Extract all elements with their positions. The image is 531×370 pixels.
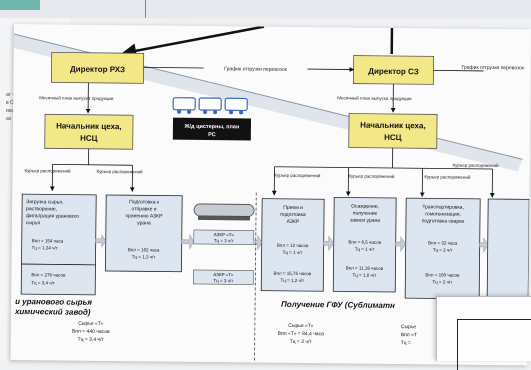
metric-text: АЗКР «Т» bbox=[213, 272, 234, 277]
tank-car-icon bbox=[194, 204, 254, 221]
stats-text: Впл «Т bbox=[401, 332, 417, 338]
process-box-load-text: Загрузка сырья, bbox=[26, 199, 63, 205]
process-box-prepare-text: отправке и bbox=[131, 206, 156, 212]
process-box-load-text: сырья bbox=[26, 220, 41, 226]
process-box-prepare-text: Подготовка к bbox=[129, 199, 160, 205]
stats-text: Впл «Т» = 84,4 часа bbox=[278, 331, 325, 337]
stats-text: Сырье «Т» bbox=[78, 321, 103, 327]
head-right-box bbox=[349, 114, 437, 149]
director-left-label: Директор РХЗ bbox=[70, 65, 125, 75]
metric-text: Тц = 1,3 ч/т bbox=[132, 254, 156, 259]
metric-text: Тц = 3 ч/т bbox=[213, 278, 233, 283]
stats-text: Тц = 2 ч/т bbox=[290, 339, 313, 345]
process-box-transport-text: Транспортировка, bbox=[422, 204, 464, 210]
schedule-label-right: График отгрузки перевозок bbox=[462, 65, 526, 72]
flow-arrow bbox=[480, 238, 488, 252]
order-label-5: Курьер распоряжений bbox=[424, 173, 471, 179]
schedule-label: График отгрузки перевозок bbox=[224, 66, 288, 73]
order-label-2: Курьер распоряжений bbox=[96, 168, 143, 174]
section-title-right: Получение ГФУ (Сублиматн bbox=[281, 300, 395, 310]
flow-arrow bbox=[182, 235, 194, 249]
metric-text: Впл = 162 часа bbox=[128, 247, 160, 252]
metric-text: Впл = 154 часа bbox=[32, 238, 64, 243]
black-label-line1: Ж/д цистерны, план bbox=[184, 124, 240, 131]
metric-text: Тц = 1 ч/т bbox=[355, 247, 375, 252]
flow-arrow bbox=[254, 236, 262, 250]
metric-text: Тц = 2 ч/т bbox=[432, 279, 452, 284]
process-box-receive-text: АЗКР bbox=[287, 219, 300, 225]
process-box-load-text: фильтрация уранового bbox=[26, 213, 79, 220]
metric-text: Впл = 278 часов bbox=[31, 272, 66, 277]
metric-text: Тц = 1,34 ч/т bbox=[32, 245, 58, 250]
process-box-precipitate-text: получение bbox=[353, 211, 378, 217]
metric-text: Впл = 12 часов bbox=[277, 243, 309, 248]
top-arrow bbox=[124, 25, 264, 54]
left-fragment: ах bbox=[6, 116, 11, 122]
divider-line bbox=[145, 0, 146, 18]
stats-text: Тц = 3,4 ч/т bbox=[78, 337, 105, 343]
section-divider bbox=[254, 193, 256, 363]
monthly-right-label: Месячный план выпуска продукции bbox=[337, 94, 412, 101]
section-title-left: химический завод) bbox=[14, 307, 91, 317]
process-box-prepare-text: урана bbox=[137, 220, 151, 226]
order-label-1: Курьер распоряжений bbox=[24, 167, 71, 173]
process-box-precipitate-text: закиси урана bbox=[350, 218, 381, 224]
overlapping-document-corner bbox=[436, 296, 531, 361]
left-order-bar bbox=[53, 164, 133, 165]
metric-text: Тц = 3,4 ч/т bbox=[31, 280, 55, 285]
metric-text: Впл = 160 часов bbox=[425, 272, 460, 277]
process-box-receive-text: подготовка bbox=[280, 212, 306, 218]
flow-arrow bbox=[96, 235, 106, 247]
metric-text: Впл = 11,16 часов bbox=[346, 265, 384, 270]
train-icon bbox=[173, 98, 247, 115]
flow-arrow bbox=[324, 236, 334, 250]
process-box-transport-text: подготовка сварки bbox=[422, 218, 465, 224]
order-label-4: Курьер распоряжений bbox=[348, 173, 395, 179]
metric-text: Тц = 1 ч/т bbox=[283, 250, 303, 255]
flow-arrow bbox=[396, 237, 406, 251]
head-right-line1: Начальник цеха, bbox=[360, 121, 426, 131]
metric-text: Впл = 6,5 часов bbox=[348, 240, 381, 245]
stats-text: Сырье «Т» bbox=[288, 323, 313, 329]
metric-text: Впл = 32 часа bbox=[428, 240, 458, 245]
stats-text: Впл = 440 часов bbox=[72, 329, 110, 335]
head-left-box bbox=[45, 114, 133, 149]
inner-frame bbox=[457, 319, 531, 370]
teal-header-fragment bbox=[0, 0, 40, 10]
order-label-6: Курьер распоряжений bbox=[453, 162, 500, 168]
process-box-prepare-text: хранению АЗКР bbox=[126, 213, 164, 219]
head-left-line2: НСЦ bbox=[80, 134, 98, 143]
metric-text: Тц = 1,2 ч/т bbox=[280, 278, 304, 283]
head-left-line1: Начальник цеха, bbox=[56, 121, 122, 131]
process-box-transport-text: гомогенизация, bbox=[425, 211, 461, 217]
metric-text: Тц = 3 ч/т bbox=[214, 238, 234, 243]
section-title-left: и уранового сырья bbox=[15, 297, 92, 307]
process-box-precipitate-text: Осаждение, bbox=[351, 204, 379, 210]
metric-text: Впл = 15,75 часов bbox=[274, 271, 312, 276]
stats-text: Сырье bbox=[401, 324, 417, 330]
process-box-load-text: растворение, bbox=[26, 206, 57, 212]
background-document-top bbox=[0, 0, 531, 18]
process-box-cut-off bbox=[487, 199, 529, 299]
stats-text: Тц = bbox=[401, 340, 411, 346]
director-right-label: Директор СЗ bbox=[368, 67, 419, 77]
monthly-left-label: Месячный план выпуска продукции bbox=[39, 94, 114, 101]
process-box-receive-text: Прием и bbox=[283, 205, 303, 211]
metric-text: АЗКР «Т» bbox=[214, 232, 235, 237]
metric-text: Тц = 1,0 ч/т bbox=[353, 273, 377, 278]
order-label-3: Курьер распоряжений bbox=[274, 172, 321, 178]
black-label-line2: РС bbox=[208, 132, 216, 138]
metric-text: Тц = 2 ч/т bbox=[433, 247, 453, 252]
head-right-line2: НСЦ bbox=[384, 133, 402, 142]
